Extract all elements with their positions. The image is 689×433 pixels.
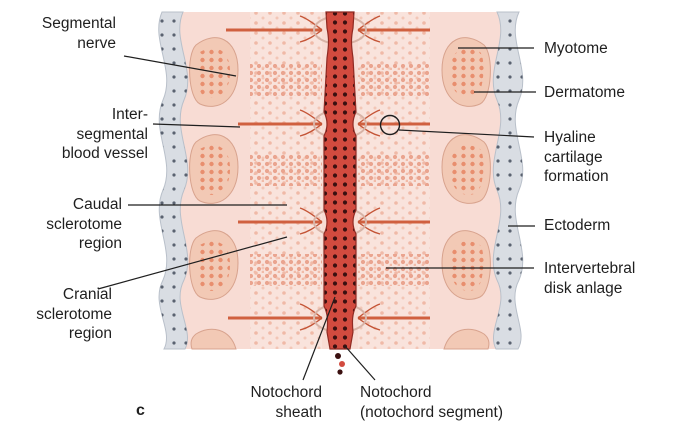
notochord — [324, 12, 356, 349]
label-segmental-nerve: Segmental nerve — [8, 14, 116, 53]
label-intervertebral-disk-anlage: Intervertebral disk anlage — [544, 259, 635, 298]
notochord-tail — [335, 353, 345, 375]
label-ectoderm: Ectoderm — [544, 216, 610, 236]
label-dermatome: Dermatome — [544, 83, 625, 103]
label-cranial-sclerotome-region: Cranial sclerotome region — [8, 285, 112, 344]
label-hyaline-cartilage-formation: Hyaline cartilage formation — [544, 128, 609, 187]
panel-letter: c — [136, 402, 145, 420]
label-intersegmental-blood-vessel: Inter- segmental blood vessel — [8, 105, 148, 164]
label-notochord-segment: Notochord (notochord segment) — [360, 383, 503, 422]
label-myotome: Myotome — [544, 39, 608, 59]
label-notochord-sheath: Notochord sheath — [226, 383, 322, 422]
label-caudal-sclerotome-region: Caudal sclerotome region — [8, 195, 122, 254]
